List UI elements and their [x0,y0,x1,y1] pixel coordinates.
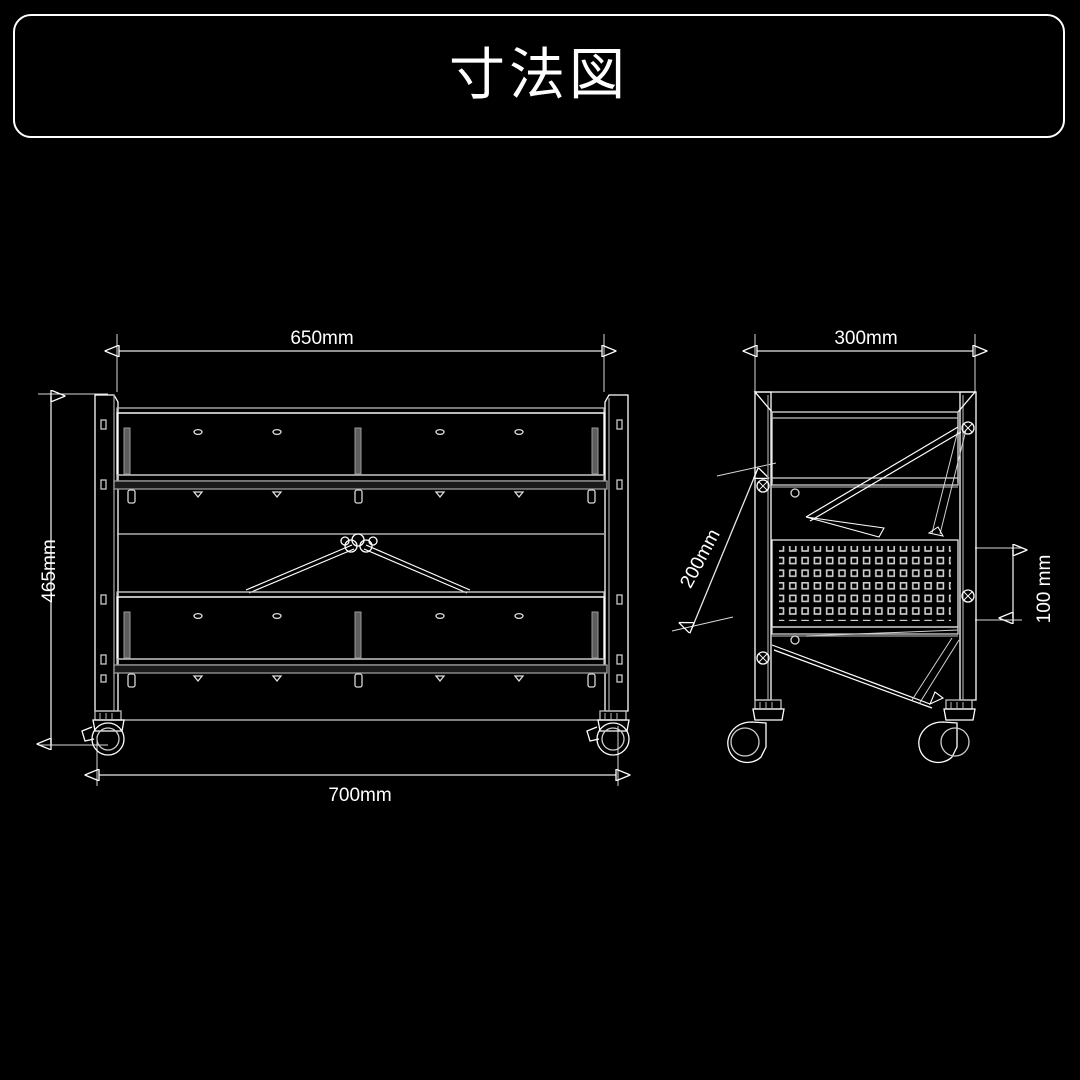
perforated-panel [771,539,959,628]
side-brace-upper [790,426,967,538]
side-brace-lower [771,629,960,709]
dimension-line-200 [671,462,777,631]
caster-side-right [918,699,976,764]
shelf-tray-lower [113,591,608,674]
side-left-post [754,391,772,701]
side-shelf-upper [771,477,959,488]
right-post [604,394,629,712]
side-right-post [959,391,977,701]
shelf-tray-upper [113,407,608,490]
dimension-label-650: 650mm [290,328,354,349]
caster-front-left [81,710,125,756]
shelf-slot-row-lower [127,673,596,688]
page-title: 寸法図 [449,43,629,108]
caster-side-left [727,699,785,764]
dimension-label-465: 465mm [39,539,60,603]
side-view [671,334,1022,764]
caster-front-right [586,710,630,756]
v-cross-brace [117,533,604,594]
shelf-slot-row-upper [127,489,596,504]
dimension-label-100: 100 mm [1034,554,1055,624]
title-banner: 寸法図 [13,14,1065,138]
left-post [94,394,119,712]
dimension-label-300: 300mm [834,328,898,349]
front-view [38,334,629,786]
dimension-label-700: 700mm [328,785,392,806]
side-top-tray [753,391,977,482]
